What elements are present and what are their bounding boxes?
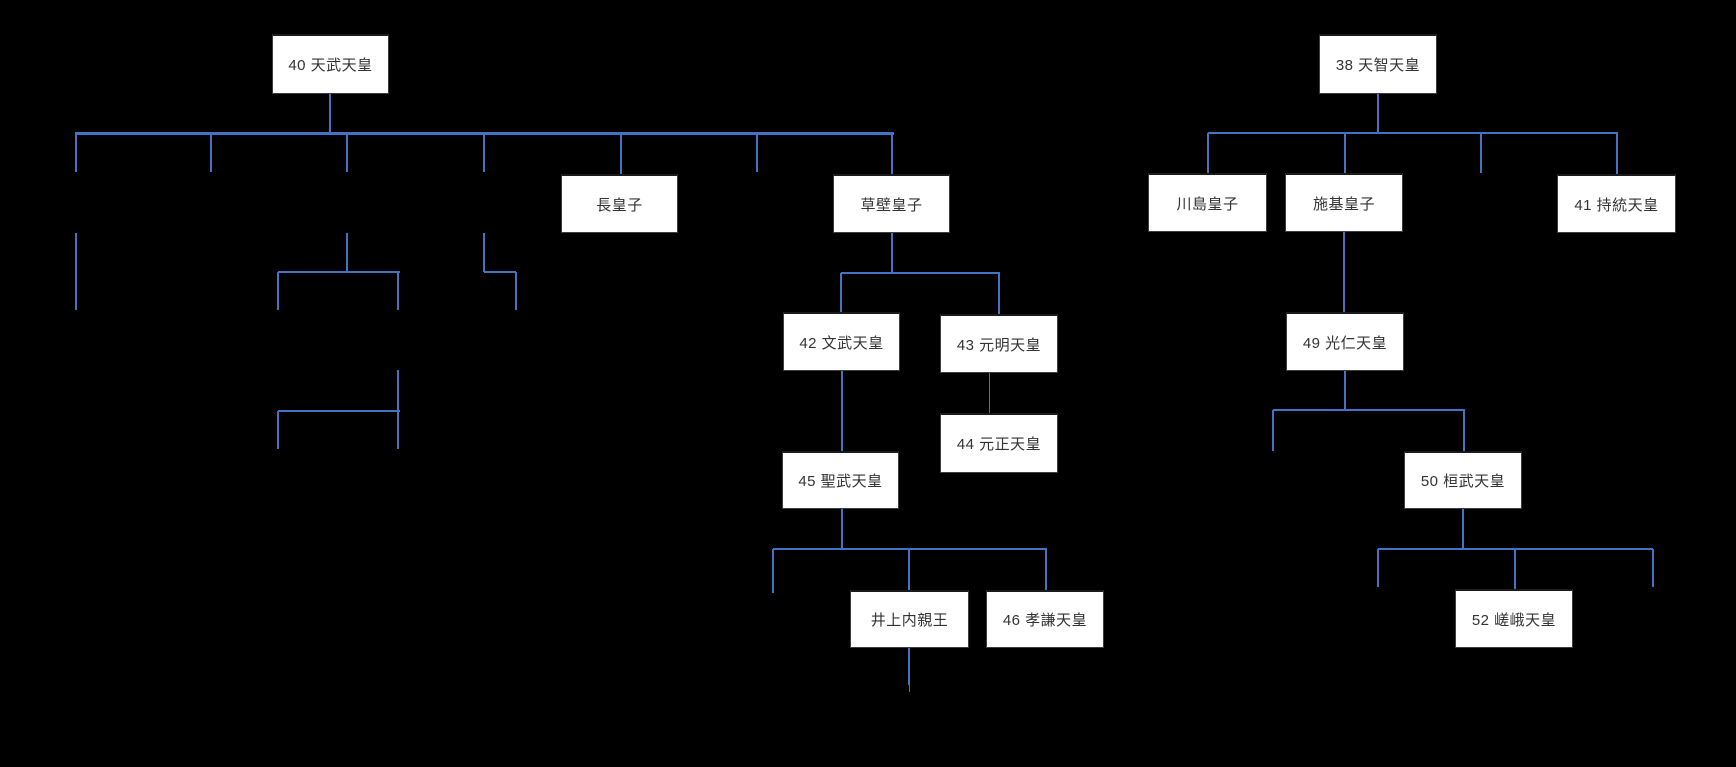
connector-line [397,370,399,411]
tree-node-saga-52[interactable]: 52 嵯峨天皇 [1455,589,1573,648]
tree-node-konin-49[interactable]: 49 光仁天皇 [1286,312,1404,371]
connector-line [75,233,77,310]
tree-node-label: 井上内親王 [870,612,949,629]
tree-node-inoue-princess[interactable]: 井上内親王 [850,590,969,648]
tree-node-label: 40 天武天皇 [288,57,373,74]
connector-line [483,233,485,272]
tree-node-kawashima-prince[interactable]: 川島皇子 [1148,173,1267,232]
tree-node-shiki-prince[interactable]: 施基皇子 [1285,173,1403,232]
connector-line [756,133,758,172]
connector-line [891,233,893,273]
connector-line [1273,409,1465,411]
connector-line [891,133,893,174]
tree-node-label: 44 元正天皇 [956,436,1042,453]
connector-line [277,272,279,310]
connector-line [841,371,843,451]
connector-line [1462,509,1464,549]
tree-node-label: 42 文武天皇 [799,334,884,352]
tree-node-label: 50 桓武天皇 [1420,473,1506,490]
connector-line [397,411,399,449]
connector-line [1344,371,1346,410]
connector-line [840,273,842,312]
connector-line [1272,410,1274,451]
tree-node-label: 38 天智天皇 [1335,57,1421,74]
tree-node-shomu-45[interactable]: 45 聖武天皇 [782,451,899,509]
connector-line [483,133,485,172]
connector-line [908,648,910,685]
connector-line [346,233,348,272]
connector-line [841,509,843,549]
connector-line [277,411,279,449]
tree-node-label: 長皇子 [596,196,643,214]
connector-line [515,272,517,310]
tree-node-label: 49 光仁天皇 [1302,334,1388,352]
tree-node-jito-41[interactable]: 41 持統天皇 [1557,174,1676,233]
connector-line [1377,549,1379,587]
connector-line [1652,549,1654,587]
connector-line [1463,410,1465,451]
tree-node-label: 46 孝謙天皇 [1002,612,1088,629]
tree-node-koken-46[interactable]: 46 孝謙天皇 [986,590,1104,648]
connector-line [909,685,910,692]
connector-line [1377,94,1379,133]
tree-node-monmu-42[interactable]: 42 文武天皇 [783,312,900,371]
tree-node-naga-prince[interactable]: 長皇子 [561,174,678,233]
tree-node-label: 41 持統天皇 [1574,196,1659,214]
tree-node-label: 45 聖武天皇 [798,473,883,490]
connector-line [278,271,400,273]
tree-node-label: 施基皇子 [1312,195,1375,213]
connector-line [278,410,400,412]
connector-line [210,133,212,172]
connector-line [998,273,1000,314]
tree-node-tenji-38[interactable]: 38 天智天皇 [1319,34,1437,94]
tree-node-gensho-44[interactable]: 44 元正天皇 [940,413,1058,473]
connector-line [1480,133,1482,173]
connector-line [1514,549,1516,589]
connector-line [75,133,77,172]
tree-node-tenmu-40[interactable]: 40 天武天皇 [272,34,389,94]
connector-line [346,133,348,172]
tree-node-kanmu-50[interactable]: 50 桓武天皇 [1404,451,1522,509]
tree-node-label: 52 嵯峨天皇 [1471,611,1557,629]
connector-line [773,548,1047,550]
tree-node-kusakabe-prince[interactable]: 草壁皇子 [833,174,950,233]
connector-line [841,272,1000,274]
connector-line [908,549,910,590]
connector-line [1343,232,1345,312]
connector-line [397,272,399,310]
connector-line [1207,133,1209,173]
connector-line [484,271,516,273]
connector-line [620,133,622,174]
tree-node-label: 草壁皇子 [860,196,923,214]
connector-line [329,94,331,133]
connector-line [1616,133,1618,174]
tree-node-label: 川島皇子 [1176,195,1239,213]
connector-line [1045,549,1047,590]
connector-line [1208,132,1618,134]
tree-node-genmei-43[interactable]: 43 元明天皇 [940,314,1058,373]
connector-line [772,549,774,593]
connector-line [989,373,990,413]
connector-line [1344,133,1346,173]
tree-node-label: 43 元明天皇 [956,336,1042,354]
